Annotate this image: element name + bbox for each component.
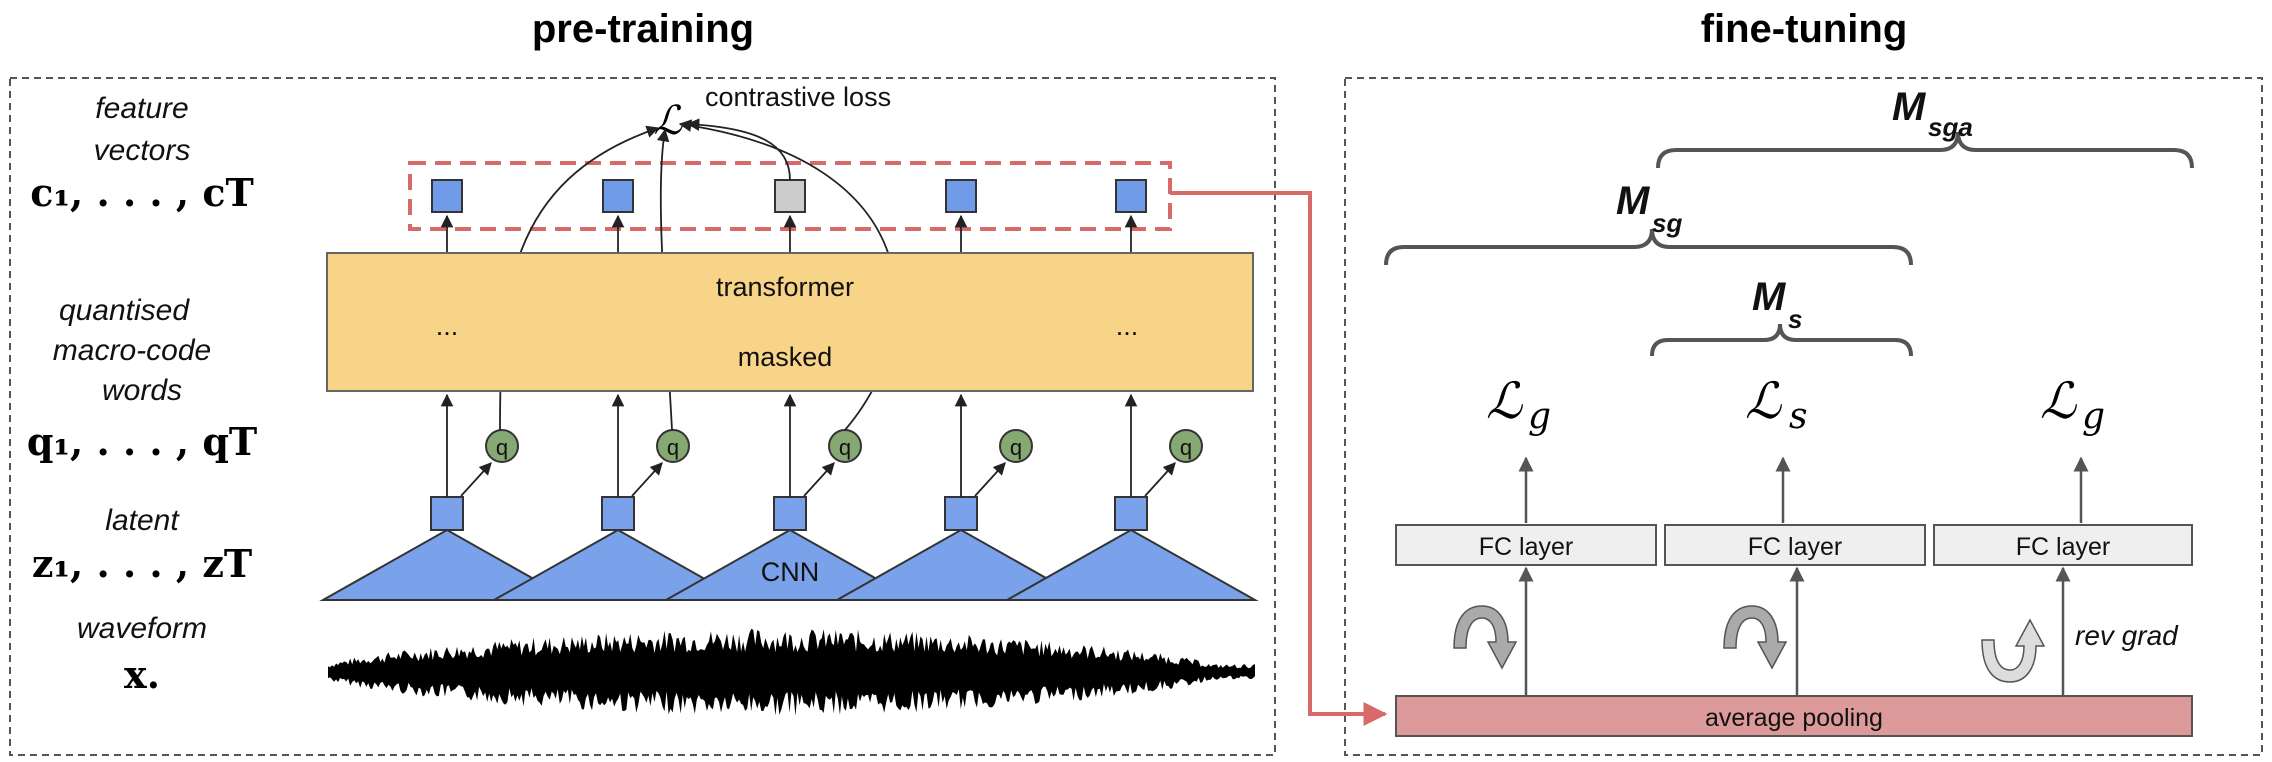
fc-layer-1 — [1395, 524, 1657, 566]
arrow-to-quantiser — [974, 462, 1006, 497]
arrow-to-quantiser — [1144, 462, 1176, 497]
rev-grad-label: rev grad — [2075, 620, 2179, 651]
left-labels: feature vectors quantised macro-code wor… — [53, 92, 211, 645]
label-words: words — [102, 374, 182, 407]
masked-feature-vector — [774, 179, 806, 213]
arrow-masked-to-loss — [686, 118, 791, 181]
math-z: z₁, . . . , zT — [32, 541, 252, 586]
feature-vector — [945, 179, 977, 213]
quantiser-label: q — [496, 435, 508, 460]
loss-g-left-sub: g — [1528, 396, 1551, 437]
cnn-triangle — [833, 528, 1089, 601]
gradient-icon-1 — [1453, 605, 1518, 670]
average-pooling-box — [1395, 695, 2193, 737]
finetuning-panel — [1344, 77, 2263, 756]
feature-vector — [1115, 179, 1147, 213]
fc-layer-2-label: FC layer — [1748, 533, 1842, 561]
feature-vector — [431, 179, 463, 213]
arrow-to-quantiser — [631, 462, 663, 497]
m-sga-sub: sga — [1928, 112, 1973, 142]
latent-square — [773, 496, 807, 531]
quantiser-circle — [485, 429, 519, 463]
transformer-label: transformer — [716, 272, 854, 302]
latent-square — [1114, 496, 1148, 531]
masked-label: masked — [738, 342, 833, 372]
quantiser-circle — [1169, 429, 1203, 463]
transformer-box — [326, 252, 1254, 392]
cnn-triangle — [490, 528, 746, 601]
fc-layer-1-label: FC layer — [1479, 533, 1573, 561]
label-vectors: vectors — [94, 134, 191, 167]
fc-layer-3 — [1933, 524, 2193, 566]
fc-layer-2 — [1664, 524, 1926, 566]
feature-vector — [602, 179, 634, 213]
label-feature: feature — [95, 92, 188, 125]
pretraining-panel — [9, 77, 1276, 756]
left-math: c₁, . . . , cT q₁, . . . , qT z₁, . . . … — [27, 170, 257, 697]
loss-s-sub: s — [1789, 396, 1807, 437]
quantiser-label: q — [839, 435, 851, 460]
loss-g-left: ℒ — [1486, 372, 1523, 430]
arrow-to-quantiser — [803, 462, 835, 497]
m-sg-label: M — [1616, 179, 1651, 223]
label-macro-code: macro-code — [53, 334, 211, 367]
average-pooling-label: average pooling — [1705, 704, 1883, 732]
ellipsis-left: ... — [436, 311, 459, 341]
math-q: q₁, . . . , qT — [27, 419, 257, 464]
quantiser-label: q — [1010, 435, 1022, 460]
quantiser-label: q — [1180, 435, 1192, 460]
pretraining-heading: pre-training — [532, 7, 754, 51]
gradient-icon-2 — [1723, 605, 1788, 670]
math-c: c₁, . . . , cT — [30, 170, 254, 215]
arrow-to-quantiser — [460, 462, 492, 497]
feature-to-pooling-link — [1170, 191, 1388, 726]
bracket-m-s — [1650, 323, 1913, 357]
reverse-gradient-icon — [1981, 618, 2046, 683]
quantiser-circle — [999, 429, 1033, 463]
label-waveform: waveform — [77, 612, 207, 645]
m-s-label: M — [1752, 275, 1787, 319]
quantiser-label: q — [667, 435, 679, 460]
latent-square — [944, 496, 978, 531]
loss-g-right-sub: g — [2082, 396, 2105, 437]
label-quantised: quantised — [59, 294, 190, 327]
bracket-m-sga — [1656, 131, 2194, 169]
latent-square — [430, 496, 464, 531]
m-sg-sub: sg — [1652, 208, 1682, 238]
cnn-triangle — [1003, 528, 1259, 601]
cnn-triangle — [319, 528, 575, 601]
cnn-label: CNN — [761, 557, 820, 587]
contrastive-loss-symbol: ℒ — [654, 98, 684, 144]
loss-s: ℒ — [1745, 372, 1782, 430]
ellipsis-right: ... — [1116, 311, 1139, 341]
math-x: x. — [124, 652, 160, 697]
waveform — [328, 628, 1255, 716]
quantiser-circle — [656, 429, 690, 463]
m-sga-label: M — [1892, 85, 1927, 129]
label-latent: latent — [105, 504, 180, 537]
loss-g-right: ℒ — [2040, 372, 2077, 430]
fc-layer-3-label: FC layer — [2016, 533, 2110, 561]
finetuning-heading: fine-tuning — [1701, 7, 1908, 51]
bracket-m-sg — [1384, 228, 1913, 266]
cnn-triangle — [662, 528, 918, 601]
m-s-sub: s — [1788, 304, 1802, 334]
latent-square — [601, 496, 635, 531]
contrastive-loss-label: contrastive loss — [705, 82, 891, 112]
